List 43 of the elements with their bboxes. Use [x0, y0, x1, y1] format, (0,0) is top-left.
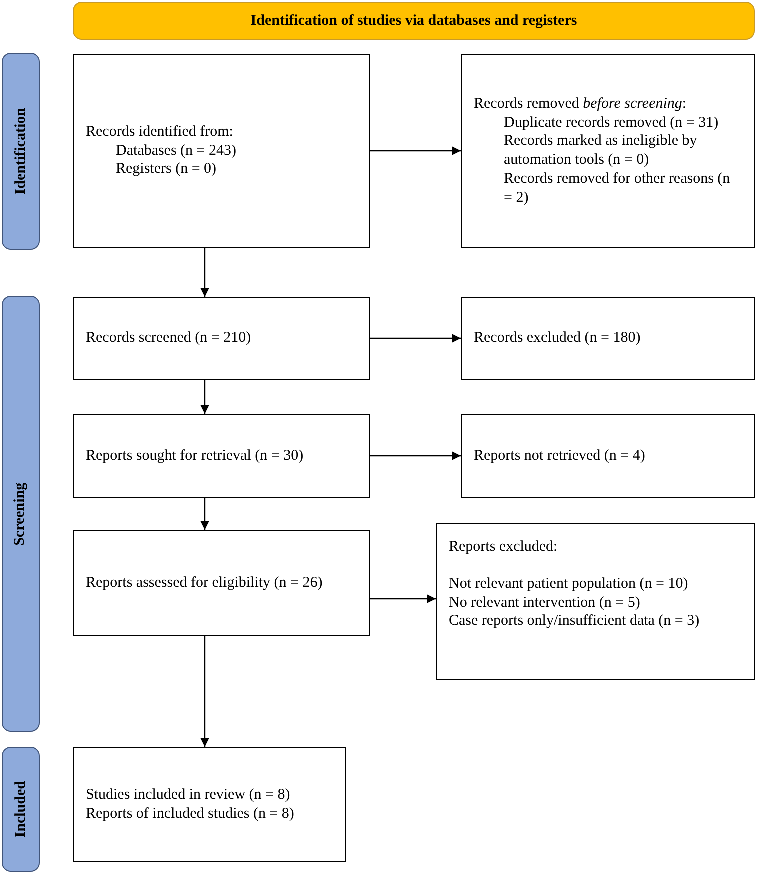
box-text: Records removed before screening: — [474, 94, 688, 114]
process-box — [73, 747, 346, 862]
box-text: Case reports only/insufficient data (n = 3) — [449, 612, 701, 631]
process-box — [461, 297, 755, 380]
arrow — [200, 248, 210, 297]
box-text: No relevant intervention (n = 5) — [449, 594, 642, 612]
box-text: Reports excluded: — [449, 538, 559, 557]
phase-label: Identification — [12, 108, 30, 195]
box-text: Not relevant patient population (n = 10) — [449, 574, 690, 594]
arrow — [200, 498, 210, 530]
process-box — [461, 414, 755, 498]
header-title: Identification of studies via databases and registers — [250, 12, 578, 30]
box-text: Reports assessed for eligibility (n = 26) — [86, 574, 324, 592]
box-text: Studies included in review (n = 8) — [86, 786, 292, 804]
header-banner — [73, 2, 755, 40]
box-text: Records marked as ineligible by automation tools (n = 0) — [504, 132, 698, 170]
process-box — [73, 414, 370, 498]
arrow — [370, 594, 436, 604]
box-text: Reports not retrieved (n = 4) — [474, 446, 646, 466]
box-text: Records identified from: — [86, 122, 234, 142]
box-text: Records excluded (n = 180) — [474, 329, 642, 348]
phase-label: Screening — [12, 482, 30, 546]
arrow — [370, 452, 461, 460]
arrow — [200, 636, 210, 747]
process-box — [73, 297, 370, 380]
box-text: Records removed for other reasons (n = 2) — [504, 170, 732, 208]
process-box — [436, 523, 755, 680]
process-box — [461, 54, 755, 248]
arrow — [370, 146, 461, 156]
phase-band — [2, 296, 40, 732]
phase-band — [2, 53, 40, 250]
phase-band — [2, 747, 40, 872]
box-text: Records screened (n = 210) — [86, 329, 252, 348]
phase-label: Included — [12, 781, 30, 838]
box-text: Registers (n = 0) — [116, 160, 218, 180]
process-box — [73, 54, 370, 248]
process-box — [73, 530, 370, 636]
box-text: Duplicate records removed (n = 31) — [504, 114, 720, 132]
arrow — [200, 380, 210, 414]
box-text: Reports sought for retrieval (n = 30) — [86, 446, 305, 466]
box-text: Reports of included studies (n = 8) — [86, 804, 296, 824]
arrow — [370, 334, 461, 343]
box-text: Databases (n = 243) — [116, 142, 238, 160]
